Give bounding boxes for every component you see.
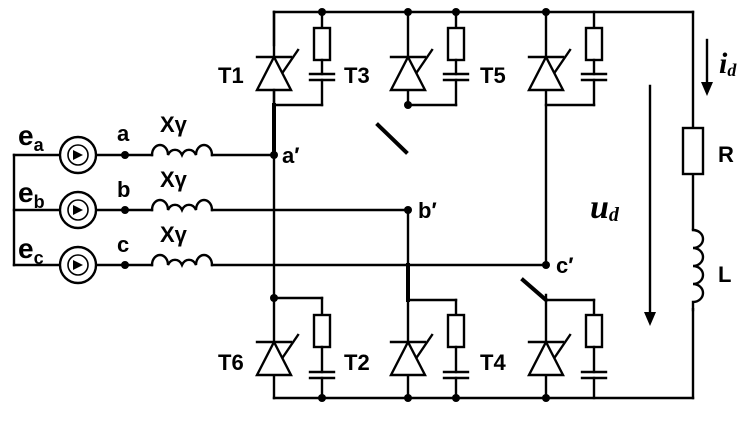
ac-source-a [58, 135, 98, 175]
reactance-label-c: Xγ [160, 222, 188, 247]
load-resistor [681, 126, 705, 176]
ac-source-b [58, 190, 98, 230]
thyristor-label-T4: T4 [480, 350, 506, 375]
thyristor-T2 [389, 333, 434, 377]
voltage-arrow [644, 84, 656, 326]
node-label-b: b [117, 177, 130, 202]
load-inductor [684, 228, 705, 312]
node-label-c-prime: c′ [556, 253, 574, 278]
reactance-coil-c [150, 253, 214, 268]
reactance-label-b: Xγ [160, 167, 188, 192]
node-label-a-prime: a′ [282, 143, 300, 168]
snubber-T4 [544, 298, 608, 400]
reactance-label-a: Xγ [160, 112, 188, 137]
snubber-T1 [272, 10, 336, 107]
thyristor-label-T1: T1 [218, 63, 244, 88]
thyristor-T6 [255, 333, 300, 377]
thyristor-T5 [527, 48, 572, 92]
thyristor-label-T6: T6 [218, 350, 244, 375]
thyristor-label-T2: T2 [344, 350, 370, 375]
thyristor-T3 [389, 48, 434, 92]
node-label-c: c [117, 232, 129, 257]
source-label-c: ec [18, 233, 44, 268]
reactance-coil-b [150, 198, 214, 213]
source-label-b: eb [18, 177, 45, 212]
current-label: id [719, 47, 737, 80]
current-arrow [701, 38, 713, 96]
source-label-a: ea [18, 120, 45, 155]
node-label-a: a [117, 121, 130, 146]
node-label-b-prime: b′ [418, 198, 437, 223]
snubber-T2 [406, 298, 470, 400]
reactance-coil-a [150, 143, 214, 158]
inductor-label: L [718, 262, 731, 287]
thyristor-T1 [255, 10, 300, 107]
snubber-T6 [272, 296, 336, 400]
voltage-label: ud [590, 189, 620, 226]
thyristor-label-T3: T3 [344, 63, 370, 88]
thyristor-label-T5: T5 [480, 63, 506, 88]
ac-source-c [58, 245, 98, 285]
snubber-T3 [406, 10, 470, 107]
resistor-label: R [718, 142, 734, 167]
thyristor-T4 [527, 333, 572, 377]
snubber-T5 [544, 10, 608, 107]
